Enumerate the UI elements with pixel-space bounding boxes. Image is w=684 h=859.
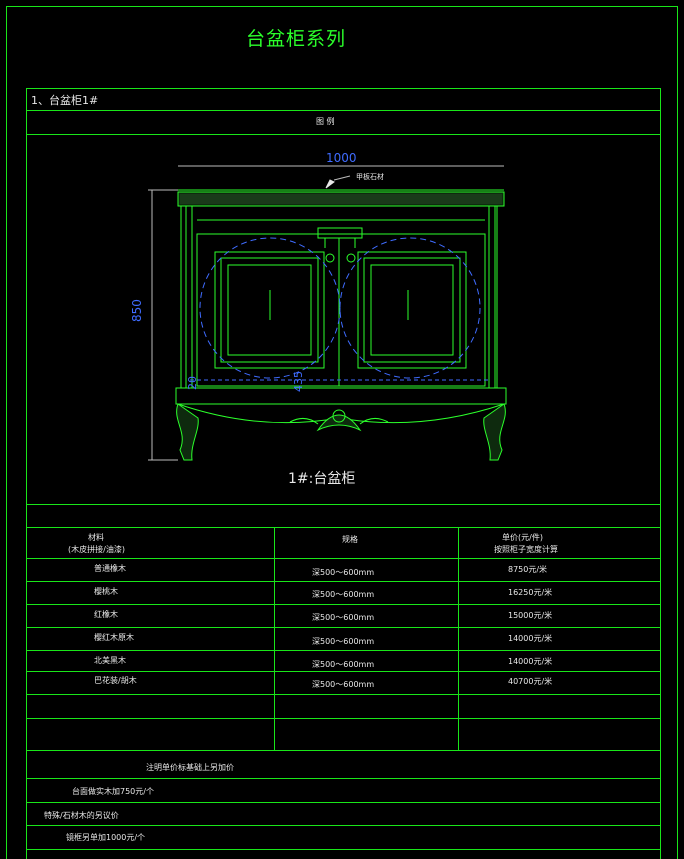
header-material-1: 材料 <box>88 533 104 542</box>
header-price-2: 按照柜子宽度计算 <box>494 545 558 554</box>
header-price-1: 单价(元/件) <box>502 533 543 542</box>
drawing-caption: 1#:台盆柜 <box>288 471 356 487</box>
outer-frame-top <box>6 6 678 7</box>
width-dimension: 1000 <box>326 151 357 165</box>
note-1: 注明单价标基础上另加价 <box>146 763 234 772</box>
top-note: 甲板石材 <box>356 173 384 181</box>
note-4: 镜框另单加1000元/个 <box>66 833 146 842</box>
dim-mid: 435 <box>292 371 305 392</box>
height-dimension: 850 <box>130 299 144 322</box>
header-spec: 规格 <box>342 535 358 544</box>
dim-small: 20 <box>186 376 199 390</box>
note-3: 特殊/石材木的另议价 <box>44 811 119 820</box>
page-title: 台盆柜系列 <box>246 28 347 50</box>
header-material-2: (木皮拼接/油漆) <box>68 545 125 554</box>
cabinet-drawing <box>148 165 507 461</box>
figure-label: 图 例 <box>316 117 335 126</box>
outer-frame-right <box>677 6 678 859</box>
outer-frame-left <box>6 6 7 859</box>
section-heading: 1、台盆柜1# <box>31 94 99 107</box>
note-2: 台面做实木加750元/个 <box>72 787 154 796</box>
